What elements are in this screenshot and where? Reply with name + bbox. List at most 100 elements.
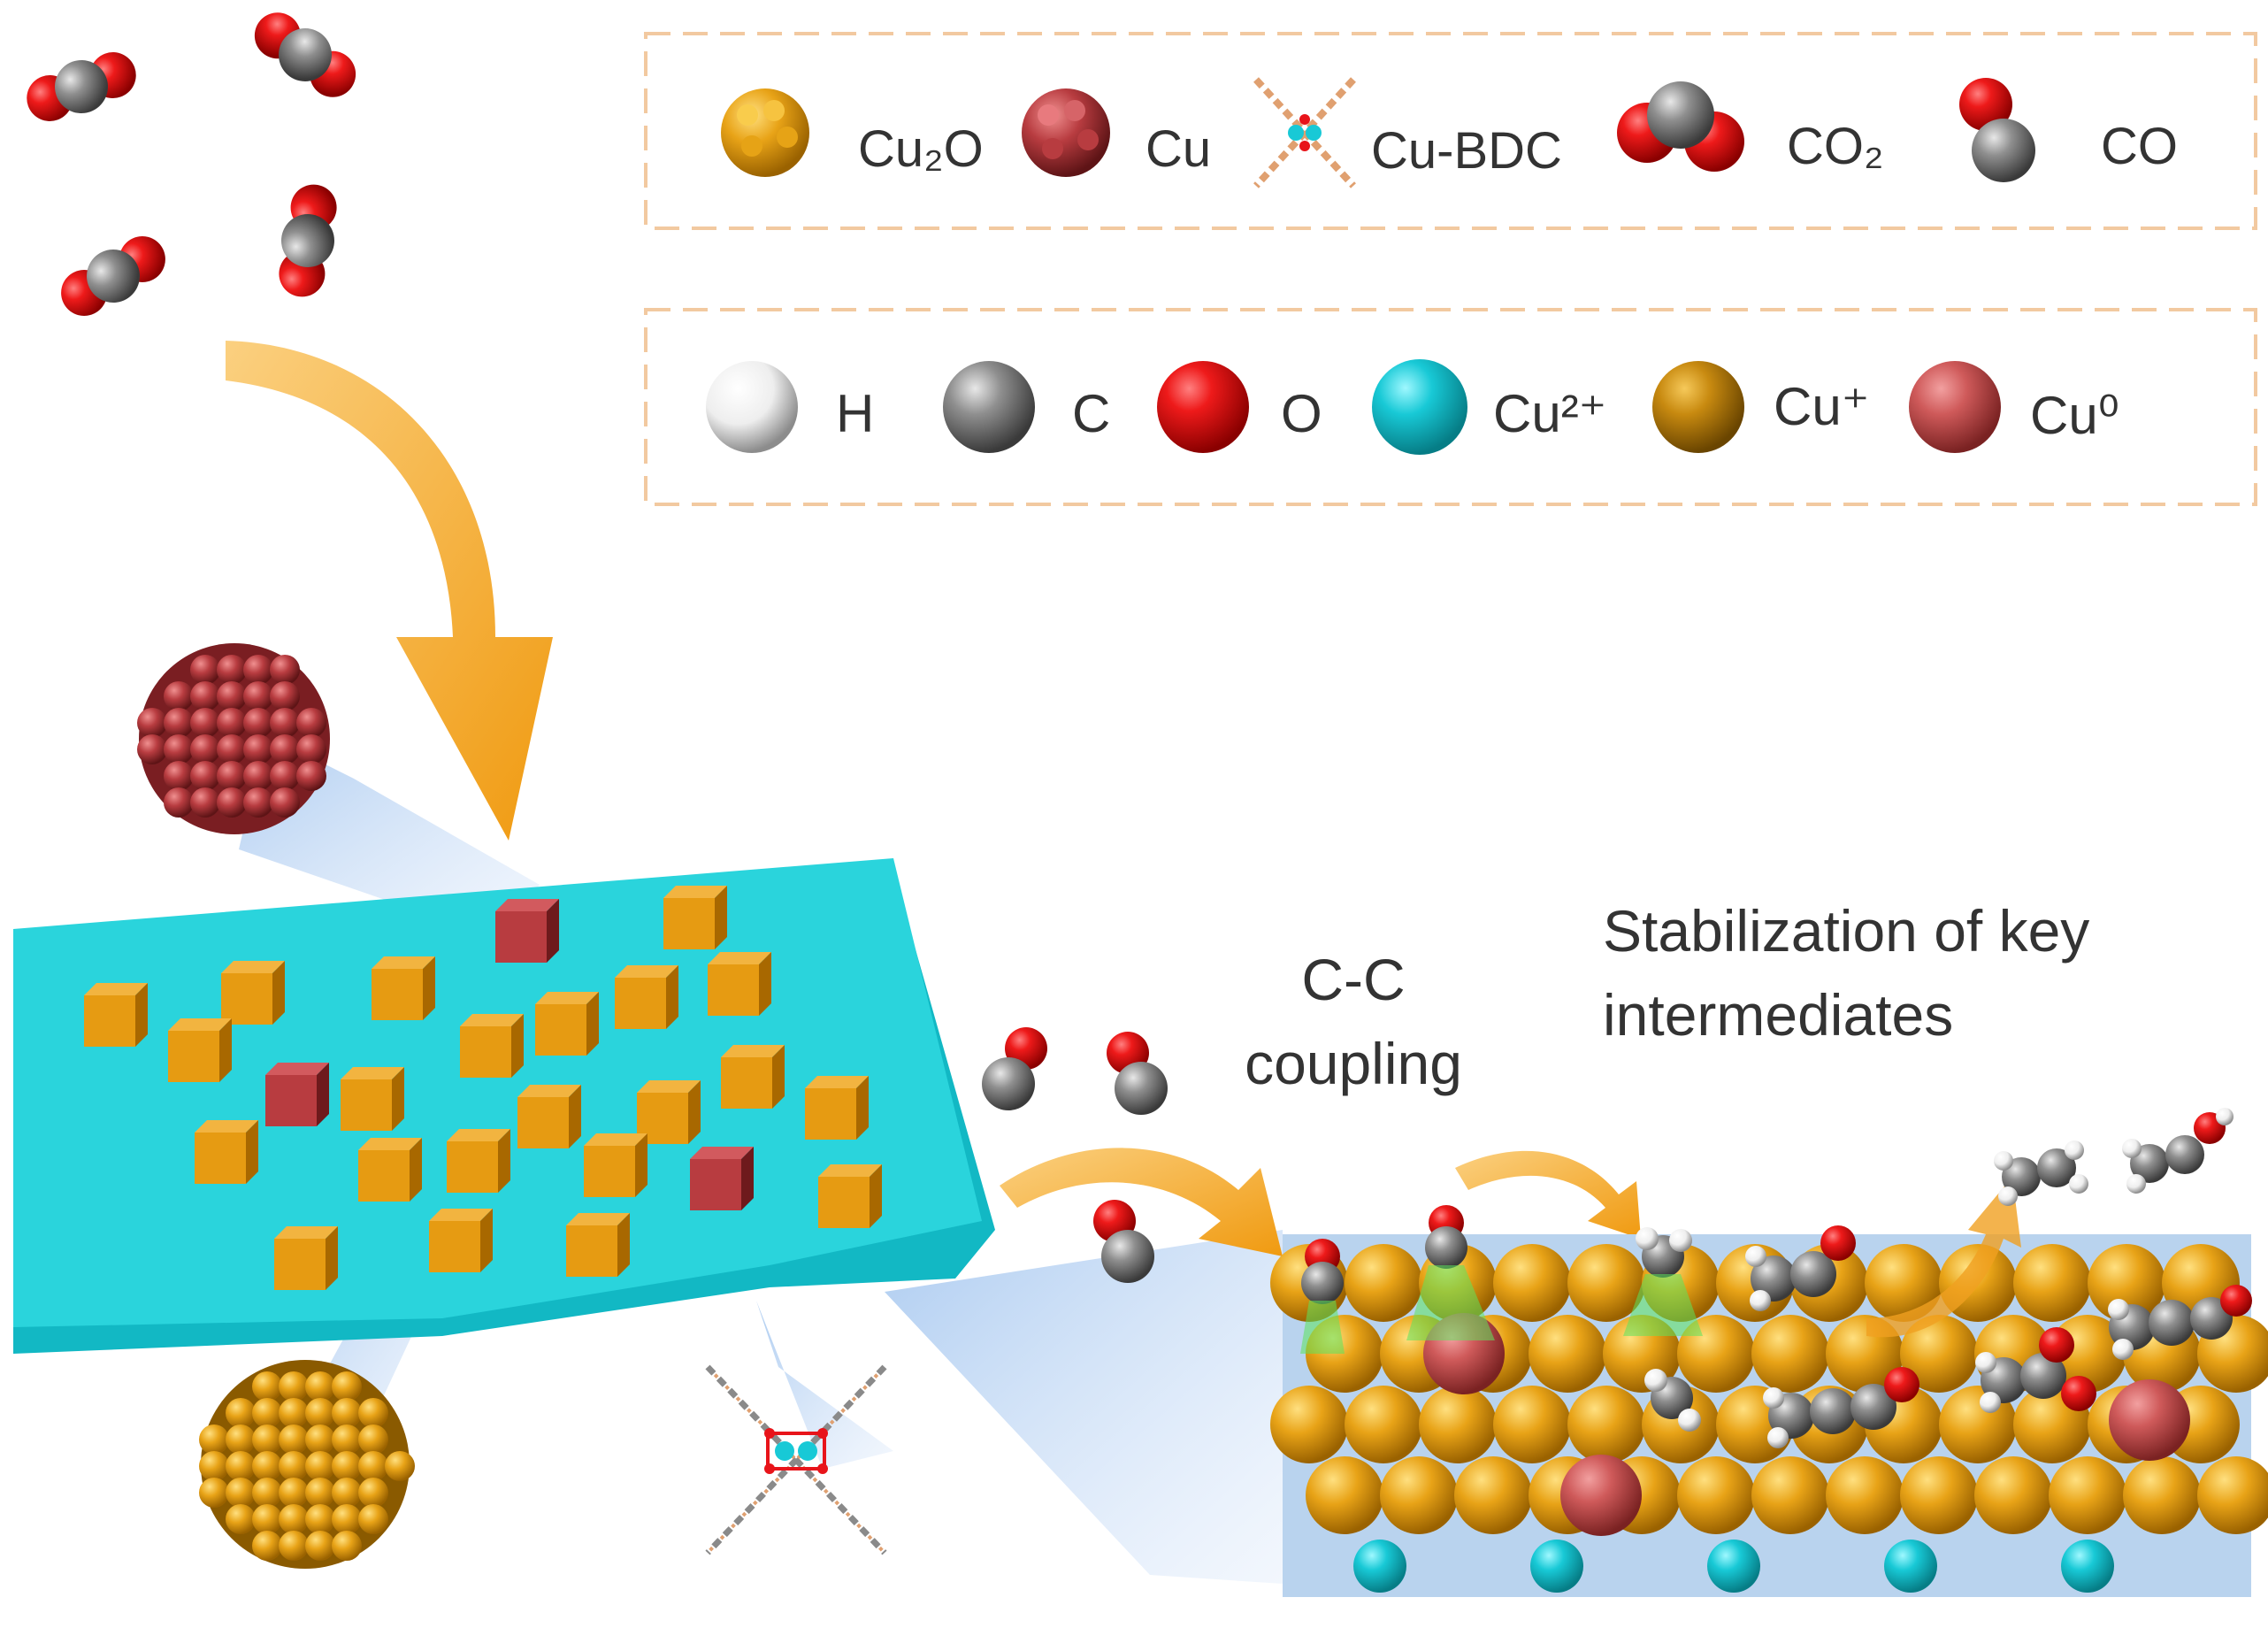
legend-cu-bdc-label: Cu-BDC (1371, 122, 1562, 180)
cluster-atom (385, 1451, 415, 1481)
legend-co-label: CO (2101, 118, 2178, 175)
cu0-surface-atom (2109, 1379, 2190, 1461)
arrow-to-surface (1000, 1148, 1283, 1256)
cu2o-nanocube (274, 1226, 338, 1290)
adsorbed-propanal (1763, 1367, 1919, 1448)
cluster-atom (252, 1398, 282, 1428)
adsorbed-ch2-intermediate (1644, 1369, 1701, 1432)
cc-coupling-label-line1: C-C (1301, 947, 1405, 1012)
cluster-atom (226, 1451, 256, 1481)
cluster-atom (243, 787, 273, 818)
cluster-atom (217, 708, 247, 738)
cluster-atom (137, 708, 167, 738)
cu2o-nanoparticle-cluster (199, 1360, 415, 1569)
cluster-atom (296, 708, 326, 738)
cluster-atom (305, 1371, 335, 1401)
cluster-atom (358, 1424, 388, 1455)
cluster-atom (190, 734, 220, 764)
co-legend-icon (1959, 78, 2035, 182)
cuplus-surface-atom (1751, 1315, 1829, 1393)
cuplus-surface-atom (1900, 1315, 1978, 1393)
cuplus-surface-atom (1900, 1456, 1978, 1534)
ethanol-product (2122, 1108, 2234, 1194)
cu2o-nanocube (341, 1067, 404, 1131)
stabilization-label-line2: intermediates (1603, 982, 1953, 1048)
cluster-atom (243, 761, 273, 791)
cu-nanocube (690, 1147, 754, 1210)
adsorbed-ch-intermediate (1623, 1227, 1703, 1336)
cluster-atom (199, 1451, 229, 1481)
cuplus-atom-icon (1652, 361, 1744, 453)
cluster-atom (164, 708, 194, 738)
cuplus-surface-atom (1865, 1244, 1942, 1322)
cluster-atom (243, 681, 273, 711)
cuplus-surface-atom (1380, 1456, 1458, 1534)
co2-molecule-2 (254, 12, 356, 97)
cluster-atom (199, 1478, 229, 1508)
cu2o-nanocube (663, 886, 727, 949)
legend-materials-box (644, 32, 2257, 230)
cluster-atom (164, 681, 194, 711)
cluster-atom (190, 787, 220, 818)
oxygen-atom-icon (1157, 361, 1249, 453)
cluster-atom (226, 1398, 256, 1428)
cluster-atom (279, 1531, 309, 1561)
cluster-atom (270, 655, 300, 685)
cluster-atom (305, 1478, 335, 1508)
legend-co2-label: CO₂ (1787, 118, 1884, 175)
adsorbed-acetic-intermediate (1975, 1327, 2096, 1413)
cluster-atom (270, 734, 300, 764)
catalyst-surface-zoom (1270, 1177, 2268, 1597)
cu2o-nanocube (517, 1085, 581, 1148)
co2-reduction-arrow (226, 341, 553, 841)
cluster-atom (164, 734, 194, 764)
cuplus-surface-atom (1529, 1315, 1606, 1393)
cu-nanocube (265, 1063, 329, 1126)
cu2o-nanocube (358, 1138, 422, 1202)
cluster-atom (252, 1371, 282, 1401)
cluster-atom (243, 708, 273, 738)
cluster-atom (296, 761, 326, 791)
stabilization-label-line1: Stabilization of key (1603, 898, 2089, 964)
cluster-atom (279, 1451, 309, 1481)
cluster-atom (270, 708, 300, 738)
cuplus-surface-atom (2049, 1456, 2126, 1534)
cluster-atom (279, 1504, 309, 1534)
co-molecule-3 (1093, 1200, 1154, 1283)
cu2o-nanocube (615, 965, 678, 1029)
cu-bdc-framework-icon (1253, 77, 1356, 188)
co2-molecule-4 (279, 184, 337, 297)
co2-legend-icon (1617, 81, 1744, 172)
cluster-atom (252, 1531, 282, 1561)
cluster-atom (217, 787, 247, 818)
cu2o-nanocube (195, 1120, 258, 1184)
cluster-atom (243, 734, 273, 764)
cluster-atom (332, 1504, 362, 1534)
cu0-atom-icon (1909, 361, 2001, 453)
cluster-atom (270, 681, 300, 711)
cuplus-surface-atom (1419, 1386, 1497, 1463)
cluster-atom (332, 1424, 362, 1455)
zoom-beam-cubdc (756, 1301, 893, 1469)
cuplus-surface-atom (1567, 1244, 1645, 1322)
cluster-atom (226, 1478, 256, 1508)
ethylene-product (1994, 1140, 2088, 1206)
cu2o-nanocube (372, 956, 435, 1020)
cuplus-surface-atom (1270, 1386, 1348, 1463)
cu-nanocube (495, 899, 559, 963)
cuplus-surface-atom (1974, 1456, 2052, 1534)
cluster-atom (252, 1424, 282, 1455)
cuplus-surface-atom (1826, 1456, 1904, 1534)
cluster-atom (332, 1531, 362, 1561)
cluster-atom (252, 1451, 282, 1481)
cluster-atom (358, 1451, 388, 1481)
cluster-atom (190, 708, 220, 738)
adsorbed-co-2 (1406, 1205, 1495, 1340)
cu2o-nanocube (708, 952, 771, 1016)
cuplus-surface-atom (2123, 1456, 2201, 1534)
cuplus-surface-atom (1306, 1456, 1383, 1534)
cu2o-nanocube (805, 1076, 869, 1140)
cluster-atom (279, 1424, 309, 1455)
cluster-atom (279, 1478, 309, 1508)
